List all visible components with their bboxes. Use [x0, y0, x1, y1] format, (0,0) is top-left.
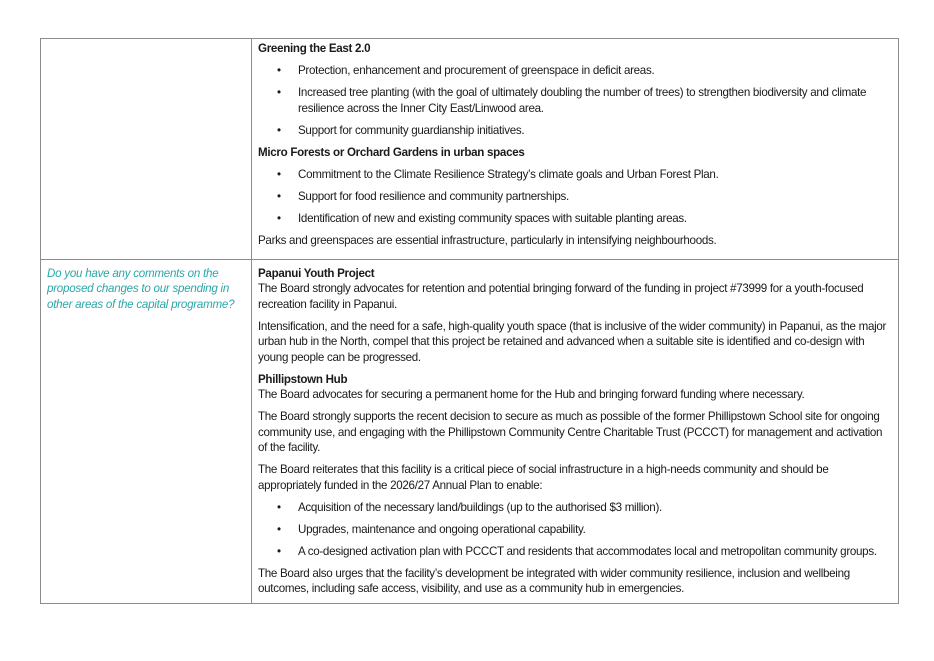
list-item: Acquisition of the necessary land/buildi…	[258, 500, 892, 516]
list-item: Increased tree planting (with the goal o…	[258, 85, 892, 116]
question-text: Do you have any comments on the proposed…	[47, 266, 235, 311]
section-heading: Phillipstown Hub	[258, 372, 348, 386]
section-heading: Papanui Youth Project	[258, 266, 375, 280]
list-item: Support for food resilience and communit…	[258, 189, 892, 205]
table-row: Do you have any comments on the proposed…	[41, 259, 898, 604]
bullet-list: Protection, enhancement and procurement …	[258, 63, 892, 138]
list-item: Protection, enhancement and procurement …	[258, 63, 892, 79]
list-item: Support for community guardianship initi…	[258, 123, 892, 139]
paragraph: The Board reiterates that this facility …	[258, 463, 829, 492]
closing-paragraph: Parks and greenspaces are essential infr…	[258, 233, 717, 247]
list-item: Identification of new and existing commu…	[258, 211, 892, 227]
answer-cell: Greening the East 2.0 Protection, enhanc…	[252, 39, 898, 259]
answer-cell: Papanui Youth Project The Board strongly…	[252, 260, 898, 603]
paragraph: Intensification, and the need for a safe…	[258, 319, 887, 364]
paragraph: The Board strongly supports the recent d…	[258, 410, 883, 454]
list-item: Commitment to the Climate Resilience Str…	[258, 167, 892, 183]
list-item: Upgrades, maintenance and ongoing operat…	[258, 522, 892, 538]
section-heading: Greening the East 2.0	[258, 42, 371, 55]
submission-table: Greening the East 2.0 Protection, enhanc…	[40, 38, 899, 604]
section-heading: Micro Forests or Orchard Gardens in urba…	[258, 145, 525, 159]
list-item: A co-designed activation plan with PCCCT…	[258, 544, 892, 560]
paragraph: The Board advocates for securing a perma…	[258, 388, 805, 401]
bullet-list: Acquisition of the necessary land/buildi…	[258, 500, 892, 560]
question-cell-empty	[41, 39, 252, 259]
table-row: Greening the East 2.0 Protection, enhanc…	[41, 39, 898, 260]
question-cell: Do you have any comments on the proposed…	[41, 259, 252, 603]
paragraph: The Board also urges that the facility’s…	[258, 566, 850, 596]
paragraph: The Board strongly advocates for retenti…	[258, 282, 864, 311]
bullet-list: Commitment to the Climate Resilience Str…	[258, 167, 892, 227]
